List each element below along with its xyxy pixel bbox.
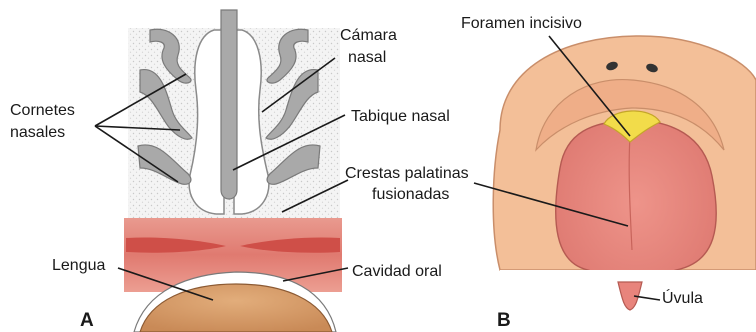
- label-crestas-line2: fusionadas: [372, 186, 449, 203]
- label-lengua: Lengua: [52, 257, 105, 274]
- label-foramen: Foramen incisivo: [461, 15, 582, 32]
- nasal-septum: [221, 10, 237, 199]
- label-camara-line2: nasal: [348, 49, 386, 66]
- label-camara-line1: Cámara: [340, 27, 397, 44]
- panel-letter-a: A: [80, 310, 94, 331]
- label-uvula: Úvula: [662, 288, 703, 307]
- label-crestas-line1: Crestas palatinas: [345, 165, 469, 182]
- label-tabique: Tabique nasal: [351, 108, 450, 125]
- panel-b-illustration: [493, 36, 756, 317]
- label-cornetes-line2: nasales: [10, 124, 65, 141]
- panel-a-illustration: [124, 10, 342, 332]
- panel-letter-b: B: [497, 310, 511, 331]
- label-cavidad: Cavidad oral: [352, 263, 442, 280]
- label-cornetes-line1: Cornetes: [10, 102, 75, 119]
